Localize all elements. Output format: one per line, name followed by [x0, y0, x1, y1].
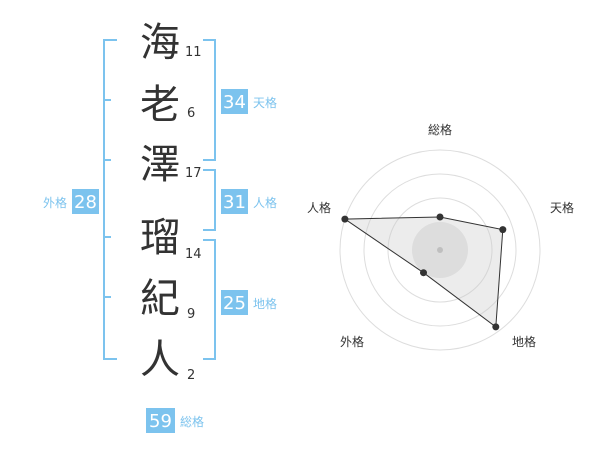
radar-ring [387, 197, 493, 303]
name-char-4: 瑠 [140, 215, 180, 261]
radar-label-chikaku: 地格 [512, 334, 536, 349]
stroke-count-2: 6 [187, 106, 195, 121]
stroke-count-5: 9 [187, 307, 195, 322]
stroke-count-4: 14 [185, 247, 202, 262]
tenkaku-badge-bg [221, 89, 248, 114]
fortune-brackets [103, 39, 216, 360]
tenkaku-label: 天格 [253, 95, 277, 110]
stroke-counts: 11 6 17 14 9 2 [185, 45, 202, 383]
stroke-count-6: 2 [187, 368, 195, 383]
radar-label-tenkaku: 天格 [550, 200, 574, 215]
gaikaku-value: 28 [74, 192, 97, 213]
name-char-5: 紀 [140, 276, 180, 322]
soukaku-label: 総格 [180, 414, 204, 429]
radar-point-jinkaku [341, 215, 349, 223]
chikaku-badge-bg [221, 290, 248, 315]
jinkaku-bracket [203, 169, 216, 231]
chikaku-bracket [203, 239, 216, 360]
jinkaku-badge-bg [221, 189, 248, 214]
gaikaku-label: 外格 [43, 195, 67, 210]
name-char-1: 海 [140, 20, 180, 66]
radar-point-chikaku [492, 323, 500, 331]
chikaku-value: 25 [223, 293, 246, 314]
jinkaku-label: 人格 [253, 195, 277, 210]
radar-point-tenkaku [499, 226, 507, 234]
soukaku-value: 59 [149, 411, 172, 432]
name-characters: 海 老 澤 瑠 紀 人 [140, 20, 180, 383]
radar-points [341, 213, 507, 331]
radar-ring [339, 149, 541, 351]
jinkaku-badge: 31 人格 [221, 189, 277, 214]
name-char-3: 澤 [140, 142, 180, 188]
tenkaku-value: 34 [223, 92, 246, 113]
tenkaku-badge: 34 天格 [221, 89, 277, 114]
stroke-count-1: 11 [185, 45, 202, 60]
soukaku-badge-bg [146, 408, 175, 433]
name-char-6: 人 [140, 337, 180, 383]
radar-point-soukaku [436, 213, 444, 221]
radar-label-gaikaku: 外格 [340, 334, 364, 349]
radar-label-soukaku: 総格 [428, 122, 452, 137]
gaikaku-bracket [103, 39, 117, 360]
chikaku-badge: 25 地格 [221, 290, 277, 315]
radar-chart: 総格 天格 地格 外格 人格 [307, 122, 574, 351]
radar-label-jinkaku: 人格 [307, 200, 331, 215]
soukaku-badge: 59 総格 [146, 408, 204, 433]
radar-point-gaikaku [420, 269, 427, 277]
radar-ring [363, 173, 517, 327]
tenkaku-bracket [203, 39, 216, 161]
radar-origin [437, 247, 443, 253]
jinkaku-value: 31 [223, 192, 246, 213]
chikaku-label: 地格 [253, 296, 277, 311]
name-char-2: 老 [140, 82, 180, 128]
gaikaku-badge: 28 外格 [43, 189, 99, 214]
gaikaku-badge-bg [72, 189, 99, 214]
stroke-count-3: 17 [185, 166, 202, 181]
